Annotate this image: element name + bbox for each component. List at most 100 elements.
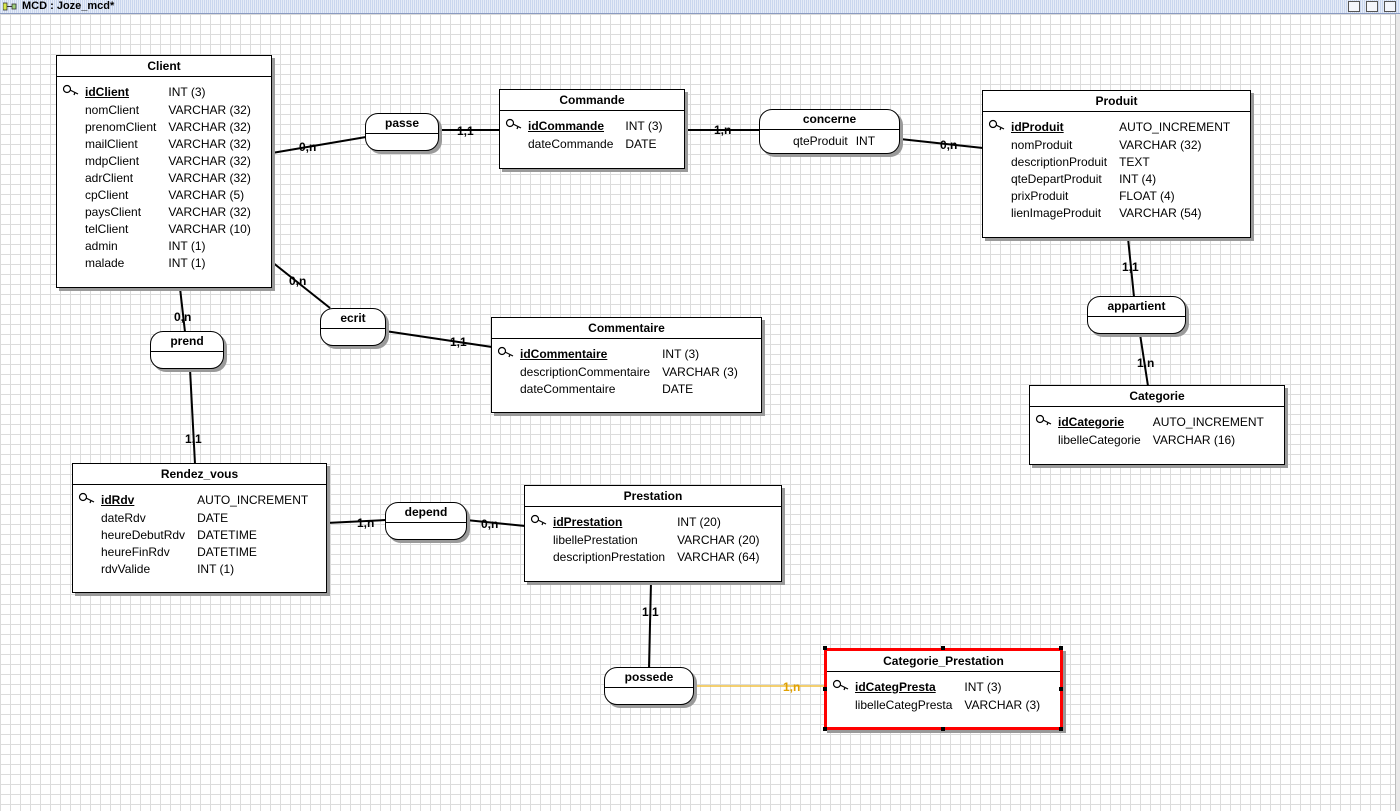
association-passe[interactable]: passe (365, 113, 439, 151)
attribute-type: VARCHAR (32) (168, 154, 251, 168)
minimize-button[interactable] (1348, 1, 1360, 12)
selection-handle[interactable] (1059, 646, 1063, 650)
selection-handle[interactable] (823, 646, 827, 650)
association-name: possede (605, 668, 693, 688)
association-appartient[interactable]: appartient (1087, 296, 1186, 334)
attribute-name: idRdv (101, 493, 135, 507)
cardinality-label: 0,n (481, 517, 499, 531)
selection-handle[interactable] (941, 727, 945, 731)
entity-rendez-vous[interactable]: Rendez_vous idRdv AUTO_INCREMENT dateRdv… (72, 463, 327, 593)
cardinality-label: 1,1 (450, 335, 467, 349)
link-depend-rdv (325, 519, 387, 524)
cardinality-label: 1,1 (457, 124, 474, 138)
selection-handle[interactable] (1059, 687, 1063, 691)
link-appartient-produit (1127, 237, 1135, 298)
attribute-name: idPrestation (553, 515, 623, 529)
attribute-type: VARCHAR (5) (168, 188, 245, 202)
vertical-scrollbar[interactable] (1395, 14, 1400, 811)
attribute-name: descriptionProduit (1011, 155, 1108, 169)
attribute-type: VARCHAR (64) (677, 550, 760, 564)
link-prend-rdv (189, 368, 196, 465)
attribute-name: descriptionCommentaire (520, 365, 651, 379)
selection-handle[interactable] (823, 687, 827, 691)
attribute-name: nomClient (85, 103, 140, 117)
attribute-name: libellePrestation (553, 533, 638, 547)
entity-commande[interactable]: Commande idCommande INT (3) dateCommande… (499, 89, 685, 169)
entity-name: Produit (983, 91, 1250, 112)
attribute-type: VARCHAR (10) (168, 222, 251, 236)
window-titlebar[interactable]: MCD : Joze_mcd* (0, 0, 1400, 14)
attribute-type: VARCHAR (3) (964, 698, 1041, 712)
entity-name: Commentaire (492, 318, 761, 339)
entity-name: Client (57, 56, 271, 77)
cardinality-label: 1,n (1137, 356, 1155, 370)
association-possede[interactable]: possede (604, 667, 694, 705)
attribute-name: dateCommande (528, 137, 614, 151)
link-prend-client (179, 287, 186, 333)
attribute-name: libelleCategorie (1058, 433, 1141, 447)
attribute-type: FLOAT (4) (1119, 189, 1175, 203)
association-name: concerne (760, 110, 899, 130)
key-icon (832, 679, 849, 691)
attribute-type: VARCHAR (32) (168, 103, 251, 117)
attribute-name: libelleCategPresta (855, 698, 953, 712)
attribute-type: INT (3) (625, 119, 663, 133)
selection-handle[interactable] (1059, 727, 1063, 731)
attribute-type: INT (1) (168, 239, 206, 253)
cardinality-label: 0,n (299, 140, 317, 154)
attribute-type: AUTO_INCREMENT (1152, 415, 1264, 429)
window-title: MCD : Joze_mcd* (22, 0, 115, 12)
association-depend[interactable]: depend (385, 502, 467, 540)
attribute-type: DATE (197, 511, 229, 525)
key-icon (78, 492, 95, 504)
association-prend[interactable]: prend (150, 331, 224, 369)
attribute-type: VARCHAR (16) (1152, 433, 1236, 447)
key-icon (1035, 414, 1052, 426)
attribute-name: lienImageProduit (1011, 206, 1102, 220)
cardinality-label: 1,1 (642, 605, 659, 619)
entity-name: Categorie (1030, 386, 1284, 407)
attribute-name: idCommande (528, 119, 605, 133)
attribute-name: cpClient (85, 188, 129, 202)
link-ecrit-client (271, 261, 331, 309)
entity-name: Categorie_Prestation (827, 651, 1060, 672)
maximize-button[interactable] (1366, 1, 1378, 12)
entity-commentaire[interactable]: Commentaire idCommentaire INT (3) descri… (491, 317, 762, 413)
attribute-name: descriptionPrestation (553, 550, 666, 564)
attribute-type: DATETIME (197, 528, 257, 542)
attribute-name: prenomClient (85, 120, 157, 134)
entity-name: Commande (500, 90, 684, 111)
cardinality-label: 0,n (940, 138, 958, 152)
attribute-name: adrClient (85, 171, 134, 185)
entity-produit[interactable]: Produit idProduit AUTO_INCREMENT nomProd… (982, 90, 1251, 238)
link-appartient-categorie (1139, 333, 1149, 387)
association-name: passe (366, 114, 438, 134)
attribute-name: mailClient (85, 137, 138, 151)
attribute-type: VARCHAR (32) (168, 137, 251, 151)
attribute-type: VARCHAR (32) (168, 171, 251, 185)
close-button[interactable] (1384, 1, 1396, 12)
attribute-type: VARCHAR (3) (662, 365, 738, 379)
selection-handle[interactable] (941, 646, 945, 650)
attribute-name: idCategPresta (855, 680, 936, 694)
entity-name: Rendez_vous (73, 464, 326, 485)
association-ecrit[interactable]: ecrit (320, 308, 386, 346)
attribute-type: TEXT (1119, 155, 1150, 169)
cardinality-label: 1,n (714, 123, 732, 137)
association-name: prend (151, 332, 223, 352)
attribute-name: paysClient (85, 205, 142, 219)
attribute-name: heureDebutRdv (101, 528, 186, 542)
cardinality-label: 0,n (289, 274, 307, 288)
entity-categorie-prestation[interactable]: Categorie_Prestation idCategPresta INT (… (824, 648, 1063, 730)
entity-name: Prestation (525, 486, 781, 507)
selection-handle[interactable] (823, 727, 827, 731)
attribute-type: INT (3) (168, 85, 206, 99)
entity-categorie[interactable]: Categorie idCategorie AUTO_INCREMENT lib… (1029, 385, 1285, 465)
entity-prestation[interactable]: Prestation idPrestation INT (20) libelle… (524, 485, 782, 582)
attribute-name: qteDepartProduit (1011, 172, 1102, 186)
association-name: ecrit (321, 309, 385, 329)
link-concerne-produit (899, 138, 984, 149)
